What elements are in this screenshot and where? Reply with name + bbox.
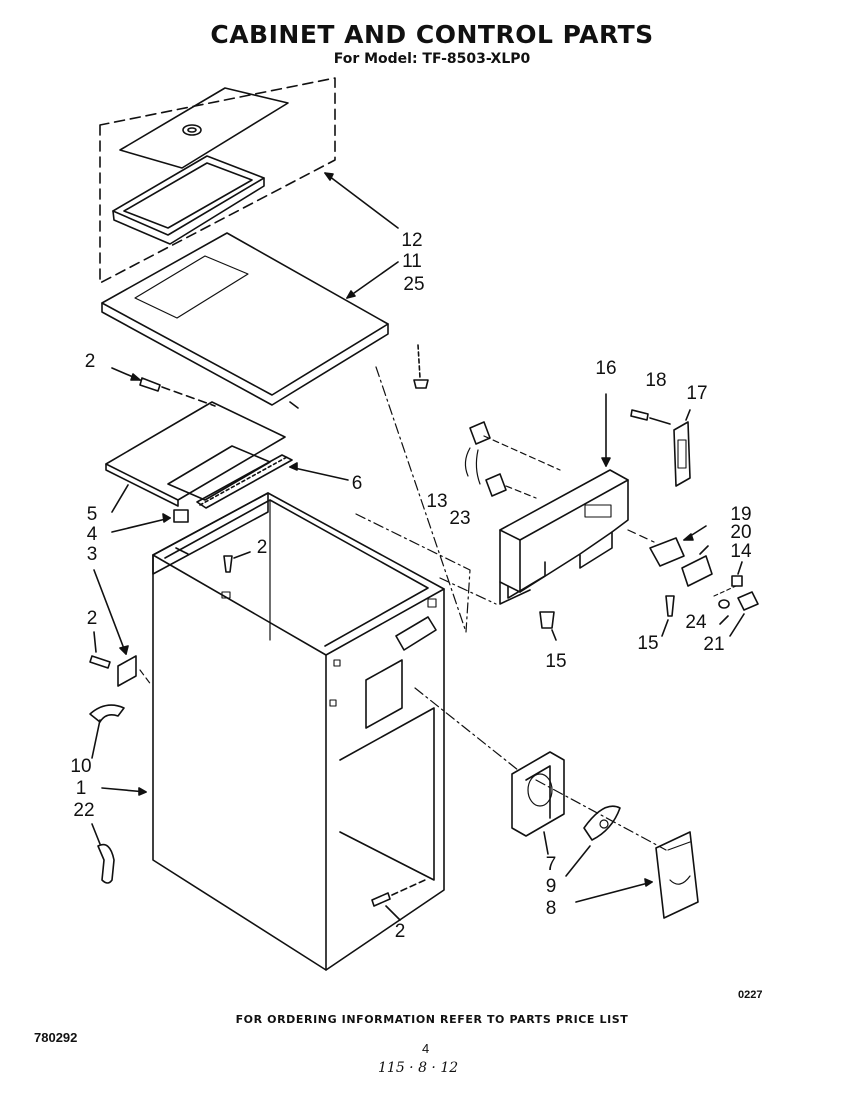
top-cover-knob — [182, 124, 202, 136]
drawing-code: 0227 — [738, 989, 763, 1001]
part-22 — [97, 843, 115, 884]
callout-number: 14 — [730, 541, 752, 562]
callout-number: 2 — [87, 608, 98, 629]
callout-number: 2 — [395, 921, 406, 942]
page-number: 4 — [422, 1041, 430, 1056]
plate-8 — [655, 831, 699, 919]
callout-number: 4 — [87, 524, 98, 545]
callout-number: 25 — [403, 274, 424, 295]
housing-7 — [511, 751, 565, 837]
callout-number: 3 — [87, 544, 98, 565]
callout-number: 16 — [595, 358, 616, 379]
callout-number: 17 — [686, 383, 707, 404]
screw-25 — [413, 379, 429, 389]
plate-20 — [681, 555, 713, 587]
callout-number: 21 — [703, 634, 724, 655]
clip-4 — [173, 509, 189, 523]
ordering-note: FOR ORDERING INFORMATION REFER TO PARTS … — [235, 1013, 629, 1026]
screw-15-center — [539, 611, 555, 629]
cabinet-side-cutout — [395, 616, 437, 651]
control-bar-6 — [196, 454, 293, 509]
callout-number: 11 — [402, 251, 422, 272]
switch-13 — [469, 421, 491, 445]
screw-2-inside — [223, 555, 233, 573]
part-14 — [731, 575, 743, 587]
knob-21 — [737, 591, 759, 611]
top-assembly-dashed-outline — [99, 77, 336, 284]
callout-number: 12 — [401, 230, 422, 251]
handwritten-note: 115 · 8 · 12 — [378, 1060, 459, 1076]
cabinet-top-opening — [134, 255, 249, 319]
washer-24 — [718, 599, 730, 609]
screw-2-bottom — [371, 892, 391, 907]
screw-2-left — [89, 655, 111, 669]
control-panel-plate — [105, 401, 286, 501]
cabinet-top — [101, 232, 389, 396]
tray — [112, 155, 265, 236]
callout-number: 9 — [546, 876, 557, 897]
callout-number: 7 — [546, 854, 557, 875]
callout-number: 15 — [637, 633, 658, 654]
callout-number: 8 — [546, 898, 557, 919]
part-10 — [89, 704, 125, 723]
callout-number: 24 — [685, 612, 707, 633]
callout-number: 22 — [73, 800, 94, 821]
page-title: CABINET AND CONTROL PARTS — [210, 20, 654, 49]
model-subtitle: For Model: TF-8503-XLP0 — [333, 51, 531, 67]
callout-number: 13 — [426, 491, 447, 512]
screw-2-top — [139, 377, 161, 392]
callout-number: 2 — [85, 351, 96, 372]
callout-number: 19 — [730, 504, 751, 525]
document-number: 780292 — [34, 1030, 78, 1045]
callout-number: 15 — [545, 651, 566, 672]
callout-number: 18 — [645, 370, 666, 391]
bracket-17 — [673, 421, 691, 487]
callout-number: 5 — [87, 504, 98, 525]
top-cover-plate — [119, 87, 289, 169]
screw-15-right — [665, 595, 675, 617]
callout-number: 6 — [352, 473, 363, 494]
disc-9 — [583, 805, 621, 841]
callout-number: 10 — [70, 756, 91, 777]
part-23 — [485, 473, 507, 497]
callout-number: 20 — [730, 522, 751, 543]
callout-number: 2 — [257, 537, 268, 558]
bracket-3 — [117, 655, 137, 687]
cabinet-outline — [152, 492, 445, 971]
screw-18 — [630, 409, 649, 421]
callout-number: 1 — [76, 778, 87, 799]
callout-number: 23 — [449, 508, 470, 529]
part-19 — [649, 537, 685, 567]
